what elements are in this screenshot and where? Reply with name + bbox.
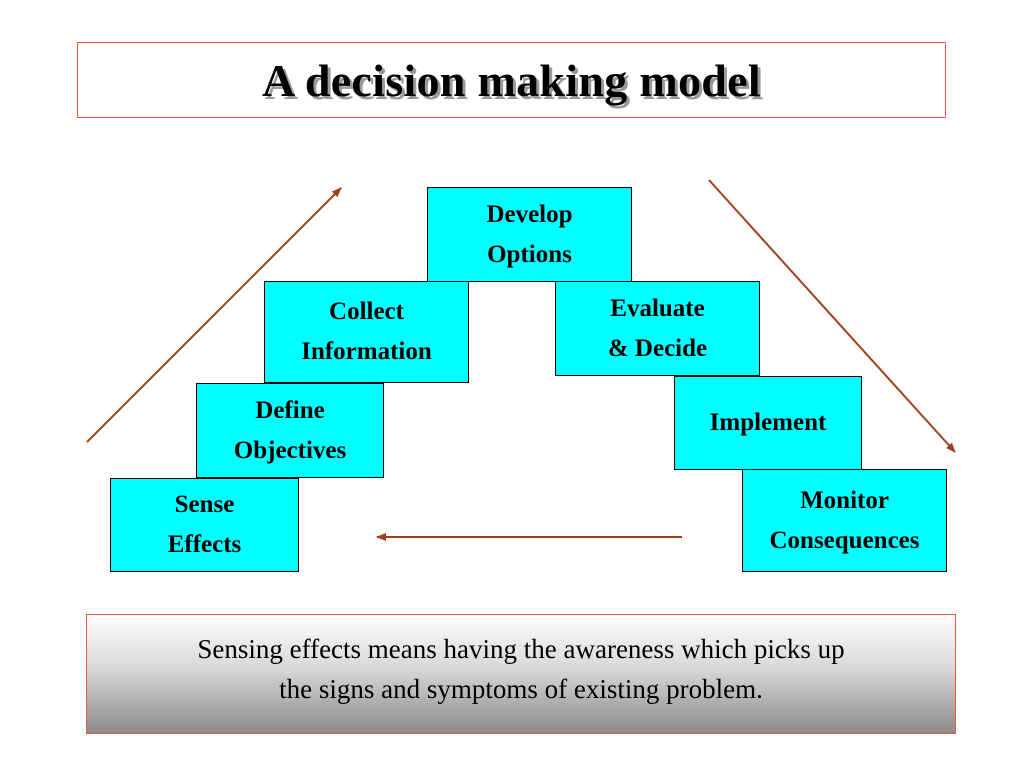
descending-arrow [708,179,956,453]
step-define-objectives-line1: Define [255,396,325,424]
step-collect-information-line1: Collect [329,298,404,325]
step-sense-effects-line2: Effects [167,531,242,558]
ascending-arrow [86,187,342,443]
title-box: A decision making model [77,42,946,118]
step-collect-information-line2: Information [301,338,432,365]
step-define-objectives-line2: Objectives [233,436,347,464]
step-develop-options-line1: Develop [486,200,573,228]
step-develop-options-line2: Options [487,240,572,268]
step-sense-effects-line1: Sense [174,491,235,518]
step-evaluate-decide-line2: & Decide [607,334,708,362]
step-collect-information: Collect Information [264,281,469,383]
step-implement: Implement [674,376,862,470]
slide-title: A decision making model [262,54,761,106]
note-line-1: Sensing effects means having the awarene… [197,634,845,664]
step-monitor-consequences-line2: Consequences [769,526,920,554]
note-line-2: the signs and symptoms of existing probl… [279,674,763,704]
step-monitor-consequences: Monitor Consequences [742,469,947,572]
step-evaluate-decide-line1: Evaluate [610,294,705,322]
step-define-objectives: Define Objectives [196,383,384,478]
step-monitor-consequences-line1: Monitor [800,486,889,514]
note-box: Sensing effects means having the awarene… [86,614,956,734]
step-implement-line1: Implement [709,409,827,436]
step-sense-effects: Sense Effects [110,478,299,572]
step-develop-options: Develop Options [427,187,632,282]
step-evaluate-decide: Evaluate & Decide [555,281,760,376]
